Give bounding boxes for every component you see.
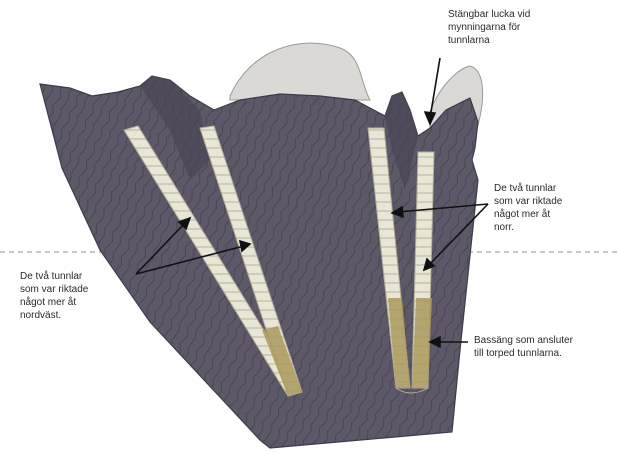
hatch-label-line-3: tunnlarna — [448, 34, 530, 47]
northwest-tunnels-line-4: nordväst. — [20, 309, 88, 322]
northwest-tunnels-line-3: något mer åt — [20, 296, 88, 309]
north-tunnels-label: De två tunnlar som var riktade något mer… — [494, 182, 562, 234]
northwest-tunnels-label: De två tunnlar som var riktade något mer… — [20, 270, 88, 322]
hatch-label-line-1: Stängbar lucka vid — [448, 8, 530, 21]
basin-line-1: Bassäng som ansluter — [474, 334, 573, 347]
north-tunnels-line-1: De två tunnlar — [494, 182, 562, 195]
basin-line-2: till torped tunnlarna. — [474, 347, 573, 360]
hatch-label: Stängbar lucka vid mynningarna för tunnl… — [448, 8, 530, 47]
basin-label: Bassäng som ansluter till torped tunnlar… — [474, 334, 573, 360]
north-tunnels-line-3: något mer åt — [494, 208, 562, 221]
north-tunnels-line-4: norr. — [494, 221, 562, 234]
hatch-label-line-2: mynningarna för — [448, 21, 530, 34]
snow-cap-center — [230, 43, 370, 100]
northwest-tunnels-line-2: som var riktade — [20, 283, 88, 296]
northwest-tunnels-line-1: De två tunnlar — [20, 270, 88, 283]
north-tunnels-line-2: som var riktade — [494, 195, 562, 208]
